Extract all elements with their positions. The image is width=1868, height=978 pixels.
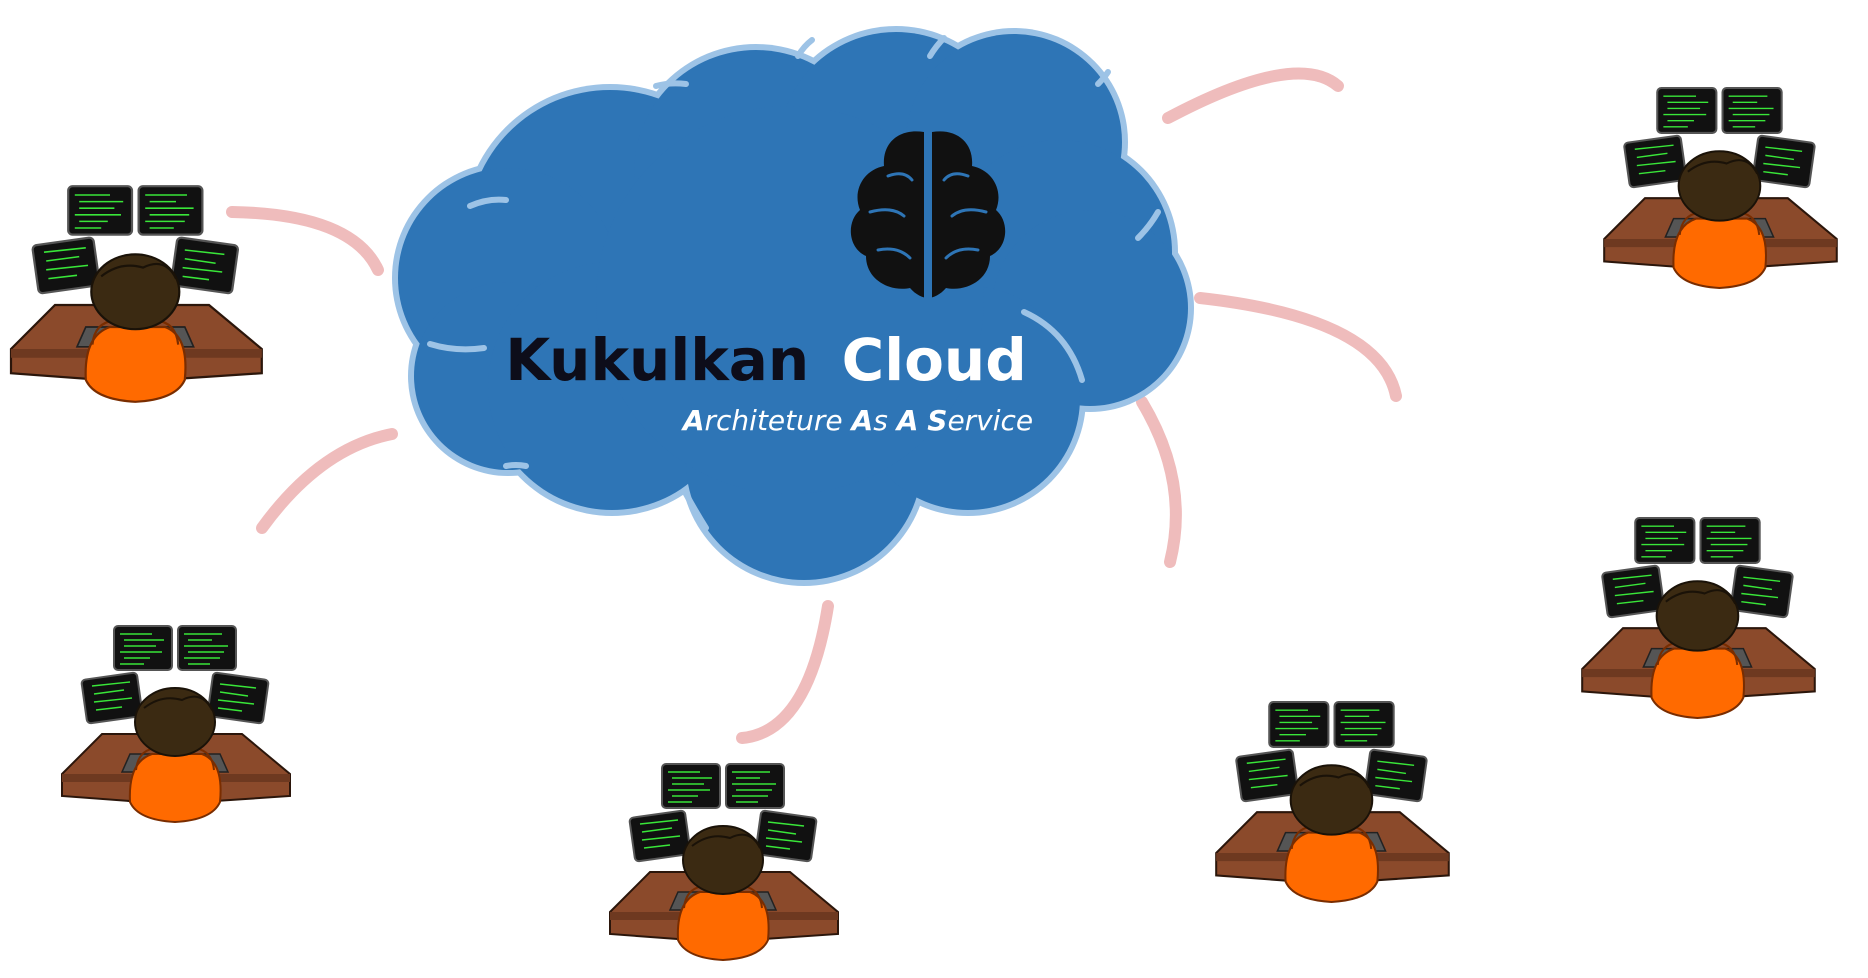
connector-1 bbox=[226, 206, 384, 276]
brain-icon bbox=[850, 128, 1006, 300]
developer-workstation-icon bbox=[1215, 701, 1450, 903]
title-part1: Kukulkan bbox=[505, 326, 809, 394]
subtitle-segment: A bbox=[850, 404, 874, 437]
cloud bbox=[392, 26, 1194, 586]
subtitle-segment: A bbox=[681, 404, 705, 437]
subtitle-segment bbox=[918, 404, 927, 437]
subtitle: Architeture As A Service bbox=[681, 404, 1033, 437]
developer-workstation-icon bbox=[1581, 517, 1816, 719]
connector-4 bbox=[1136, 396, 1182, 568]
connector-6 bbox=[1162, 67, 1344, 124]
title: Kukulkan Cloud bbox=[505, 326, 1027, 394]
connector-5 bbox=[1194, 292, 1402, 402]
developer-workstation-icon bbox=[1603, 87, 1838, 289]
title-part2: Cloud bbox=[842, 326, 1027, 394]
developer-workstation-icon bbox=[609, 763, 839, 961]
connector-2 bbox=[256, 428, 398, 534]
subtitle-segment: rchiteture bbox=[705, 404, 852, 437]
subtitle-segment: A bbox=[895, 404, 919, 437]
developer-workstation-icon bbox=[9, 185, 263, 403]
subtitle-segment: S bbox=[927, 404, 947, 437]
connectors bbox=[226, 67, 1402, 744]
developer-workstation-icon bbox=[61, 625, 291, 823]
subtitle-segment: s bbox=[873, 404, 897, 437]
connector-3 bbox=[736, 600, 834, 744]
subtitle-segment: ervice bbox=[947, 404, 1033, 437]
